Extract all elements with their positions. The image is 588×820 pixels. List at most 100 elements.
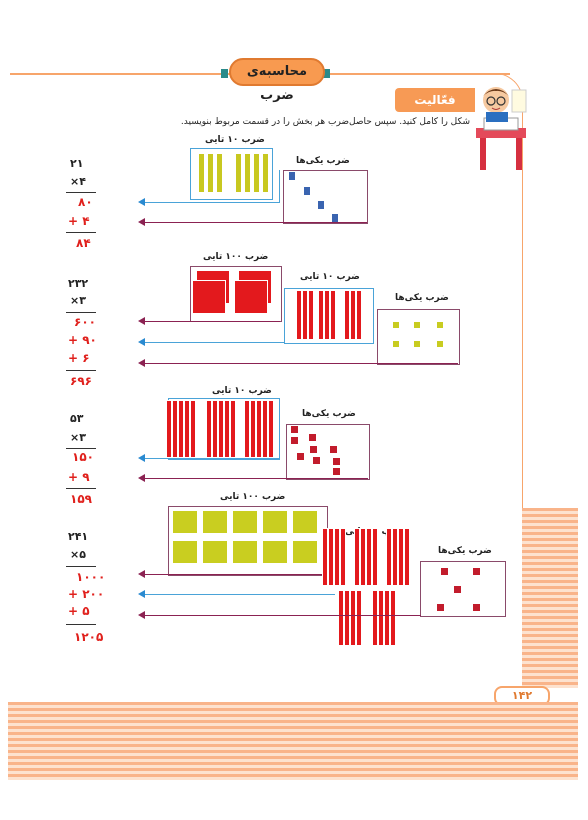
- row2-top: ۲۳۲: [68, 277, 89, 290]
- red-cube: [454, 586, 461, 593]
- blue-cube: [332, 214, 338, 222]
- row1-ones-box: [283, 170, 368, 224]
- red-rod: [392, 528, 398, 586]
- red-rod: [324, 290, 330, 340]
- blue-cube: [289, 172, 295, 180]
- row3-ones-line: [145, 478, 368, 479]
- red-rod: [366, 528, 372, 586]
- red-rod: [184, 400, 190, 458]
- red-rod: [166, 400, 172, 458]
- instruction-text: شکل را کامل کنید. سپس حاصل‌ضرب هر بخش را…: [180, 117, 470, 127]
- red-rod: [350, 290, 356, 340]
- row2-tens-label: ضرب ۱۰ تایی: [300, 272, 360, 282]
- red-rod: [398, 528, 404, 586]
- yellow-cube: [414, 322, 420, 328]
- row4-ones-line: [145, 615, 421, 616]
- row4-line-2: + ۲۰۰: [68, 587, 105, 601]
- red-rod: [378, 590, 384, 646]
- row1-ones-label: ضرب یکی‌ها: [296, 156, 350, 166]
- row2-hundreds-label: ضرب ۱۰۰ تایی: [203, 252, 269, 262]
- red-cube: [330, 446, 337, 453]
- red-rod: [322, 528, 328, 586]
- row4-line-1: ۱۰۰۰: [76, 570, 106, 584]
- row2-separator-2: [66, 370, 96, 371]
- row1-ones-arrow: [138, 218, 145, 226]
- red-rod: [224, 400, 230, 458]
- yellow-flat: [232, 510, 258, 534]
- row4-ones-arrow: [138, 611, 145, 619]
- red-rod: [344, 290, 350, 340]
- row4-separator: [66, 566, 96, 567]
- red-cube: [473, 604, 480, 611]
- row1-mult: ×۴: [70, 175, 86, 188]
- red-cube: [333, 458, 340, 465]
- yellow-cube: [437, 341, 443, 347]
- row3-line-1: ۱۵۰: [72, 450, 94, 464]
- row3-ones-label: ضرب یکی‌ها: [302, 409, 356, 419]
- yellow-stick: [199, 154, 204, 192]
- page-frame: [330, 73, 523, 694]
- row3-line-2: + ۹: [68, 470, 90, 484]
- red-cube: [309, 434, 316, 441]
- red-rod: [302, 290, 308, 340]
- red-rod: [404, 528, 410, 586]
- yellow-flat: [262, 540, 288, 564]
- row3-separator-2: [66, 488, 96, 489]
- row3-ones-box: [286, 424, 370, 480]
- bottom-stripes: [8, 702, 578, 780]
- red-rod: [190, 400, 196, 458]
- row1-tens-arrow: [138, 198, 145, 206]
- red-rod: [386, 528, 392, 586]
- row1-separator: [66, 192, 96, 193]
- yellow-cube: [393, 322, 399, 328]
- row4-ones-label: ضرب یکی‌ها: [438, 546, 492, 556]
- blue-cube: [318, 201, 324, 209]
- row4-hundreds-line: [145, 574, 325, 575]
- yellow-flat: [202, 540, 228, 564]
- student-illustration: [476, 87, 527, 170]
- row4-hundreds-arrow: [138, 570, 145, 578]
- yellow-cube: [437, 322, 443, 328]
- row2-hundreds-line: [145, 321, 280, 322]
- row2-tens-line: [145, 342, 285, 343]
- red-cube: [313, 457, 320, 464]
- row2-mult: ×۳: [70, 294, 86, 307]
- red-rod: [356, 290, 362, 340]
- row3-mult: ×۳: [70, 431, 86, 444]
- row3-tens-label: ضرب ۱۰ تایی: [212, 386, 272, 396]
- red-cube: [437, 604, 444, 611]
- red-rod: [206, 400, 212, 458]
- row2-ones-box: [377, 309, 460, 365]
- yellow-flat: [292, 540, 318, 564]
- yellow-stick: [254, 154, 259, 192]
- yellow-stick: [245, 154, 250, 192]
- row4-tens-line: [145, 594, 335, 595]
- red-cube: [310, 446, 317, 453]
- row4-line-3: + ۵: [68, 604, 90, 618]
- red-rod: [350, 590, 356, 646]
- yellow-flat: [202, 510, 228, 534]
- row2-ones-line: [145, 363, 458, 364]
- hundreds-flats-grid: [172, 510, 322, 570]
- red-rod: [256, 400, 262, 458]
- yellow-cube: [414, 341, 420, 347]
- red-rod: [372, 590, 378, 646]
- red-rod: [390, 590, 396, 646]
- red-cube: [333, 468, 340, 475]
- row3-top: ۵۳: [70, 412, 84, 425]
- red-rod: [360, 528, 366, 586]
- red-flat: [192, 280, 226, 314]
- row1-result: ۸۴: [76, 236, 91, 250]
- red-rod: [354, 528, 360, 586]
- row2-ones-arrow: [138, 359, 145, 367]
- row1-separator-2: [66, 232, 96, 233]
- red-rod: [230, 400, 236, 458]
- yellow-flat: [262, 510, 288, 534]
- row3-separator: [66, 448, 96, 449]
- red-rod: [372, 528, 378, 586]
- red-rod: [338, 590, 344, 646]
- red-cube: [441, 568, 448, 575]
- row4-result: ۱۲۰۵: [74, 630, 104, 644]
- red-rod: [296, 290, 302, 340]
- yellow-flat: [172, 540, 198, 564]
